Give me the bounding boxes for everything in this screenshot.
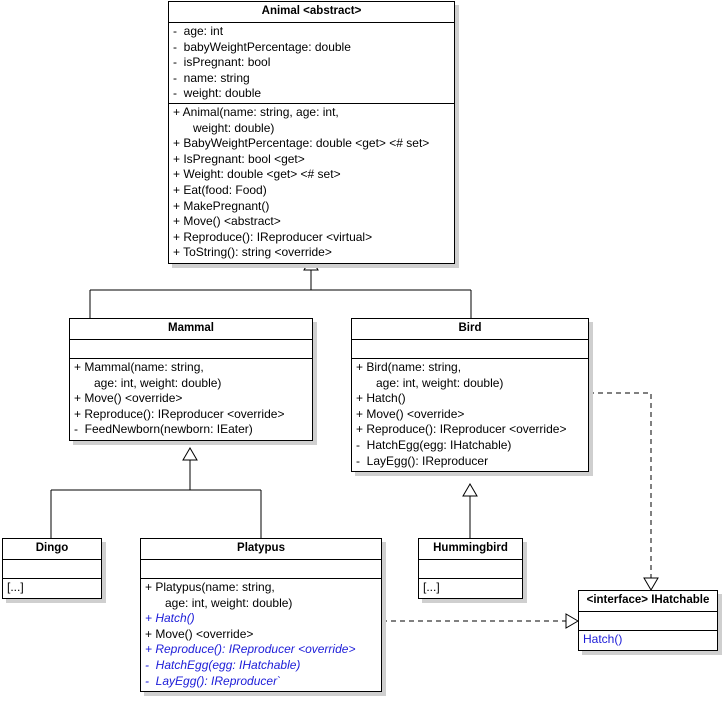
- operation-row-continuation: age: int, weight: double): [145, 595, 293, 610]
- class-box-ihatchable[interactable]: <interface> IHatchable Hatch(): [578, 590, 718, 651]
- class-attributes-platypus: [141, 560, 381, 579]
- realization-platypus-ihatchable: [382, 613, 579, 629]
- class-attributes-animal: - age: int - babyWeightPercentage: doubl…: [169, 23, 454, 104]
- attribute-row: - age: int: [173, 24, 224, 38]
- class-title-bird: Bird: [352, 319, 588, 340]
- class-title-dingo: Dingo: [3, 539, 101, 560]
- operation-row: + Reproduce(): IReproducer <override>: [356, 422, 567, 437]
- operation-row: + ToString(): string <override>: [173, 245, 332, 260]
- class-title-platypus: Platypus: [141, 539, 381, 560]
- class-operations-ihatchable: Hatch(): [579, 631, 717, 650]
- operation-row: + Mammal(name: string,: [74, 360, 204, 374]
- operation-row: + MakePregnant(): [173, 198, 270, 213]
- operation-row: Hatch(): [583, 632, 623, 646]
- class-title-ihatchable: <interface> IHatchable: [579, 591, 717, 612]
- operation-row: - LayEgg(): IReproducer`: [145, 673, 282, 688]
- operation-row: + Animal(name: string, age: int,: [173, 104, 339, 119]
- class-attributes-bird: [352, 340, 588, 359]
- operation-row-continuation: age: int, weight: double): [74, 375, 222, 390]
- operation-row: + Bird(name: string,: [356, 360, 462, 374]
- generalization-mammal-children: [50, 447, 262, 538]
- operation-row: - HatchEgg(egg: IHatchable): [356, 437, 512, 452]
- realization-bird-ihatchable: [589, 392, 659, 591]
- attribute-row: - name: string: [173, 70, 250, 85]
- class-operations-animal: + Animal(name: string, age: int, weight:…: [169, 104, 454, 263]
- class-box-hummingbird[interactable]: Hummingbird [...]: [418, 538, 523, 599]
- operation-row: - HatchEgg(egg: IHatchable): [145, 657, 301, 672]
- operation-row: + Move() <abstract>: [173, 214, 281, 229]
- attribute-row: - isPregnant: bool: [173, 55, 271, 70]
- operation-row: + Move() <override>: [145, 626, 254, 641]
- class-operations-platypus: + Platypus(name: string, age: int, weigh…: [141, 579, 381, 691]
- class-operations-bird: + Bird(name: string, age: int, weight: d…: [352, 359, 588, 471]
- class-title-animal: Animal <abstract>: [169, 2, 454, 23]
- class-box-platypus[interactable]: Platypus + Platypus(name: string, age: i…: [140, 538, 382, 693]
- operation-row: + Reproduce(): IReproducer <virtual>: [173, 229, 373, 244]
- operation-row: [...]: [7, 580, 24, 594]
- class-box-dingo[interactable]: Dingo [...]: [2, 538, 102, 599]
- operation-row: - LayEgg(): IReproducer: [356, 453, 489, 468]
- class-operations-dingo: [...]: [3, 579, 101, 598]
- operation-row: + Move() <override>: [74, 391, 183, 406]
- attribute-row: - babyWeightPercentage: double: [173, 39, 351, 54]
- operation-row: + IsPregnant: bool <get>: [173, 151, 305, 166]
- operation-row: + Weight: double <get> <# set>: [173, 167, 341, 182]
- operation-row: + Hatch(): [356, 391, 406, 406]
- attribute-row: - weight: double: [173, 86, 262, 101]
- class-title-mammal: Mammal: [70, 319, 312, 340]
- class-operations-mammal: + Mammal(name: string, age: int, weight:…: [70, 359, 312, 440]
- operation-row: + Reproduce(): IReproducer <override>: [145, 642, 356, 657]
- class-attributes-mammal: [70, 340, 312, 359]
- operation-row: - FeedNewborn(newborn: IEater): [74, 422, 253, 437]
- operation-row-continuation: age: int, weight: double): [356, 375, 504, 390]
- class-attributes-dingo: [3, 560, 101, 579]
- class-attributes-ihatchable: [579, 612, 717, 631]
- generalization-animal-children: [89, 257, 472, 318]
- operation-row-continuation: weight: double): [173, 120, 275, 135]
- operation-row: [...]: [423, 580, 440, 594]
- class-attributes-hummingbird: [419, 560, 522, 579]
- class-title-hummingbird: Hummingbird: [419, 539, 522, 560]
- operation-row: + Eat(food: Food): [173, 182, 267, 197]
- operation-row: + Hatch(): [145, 611, 195, 626]
- operation-row: + Reproduce(): IReproducer <override>: [74, 406, 285, 421]
- class-operations-hummingbird: [...]: [419, 579, 522, 598]
- class-box-mammal[interactable]: Mammal + Mammal(name: string, age: int, …: [69, 318, 313, 441]
- class-box-animal[interactable]: Animal <abstract> - age: int - babyWeigh…: [168, 1, 455, 264]
- operation-row: + Platypus(name: string,: [145, 580, 275, 594]
- generalization-bird-hummingbird: [462, 483, 478, 538]
- operation-row: + Move() <override>: [356, 406, 465, 421]
- class-box-bird[interactable]: Bird + Bird(name: string, age: int, weig…: [351, 318, 589, 473]
- operation-row: + BabyWeightPercentage: double <get> <# …: [173, 136, 430, 151]
